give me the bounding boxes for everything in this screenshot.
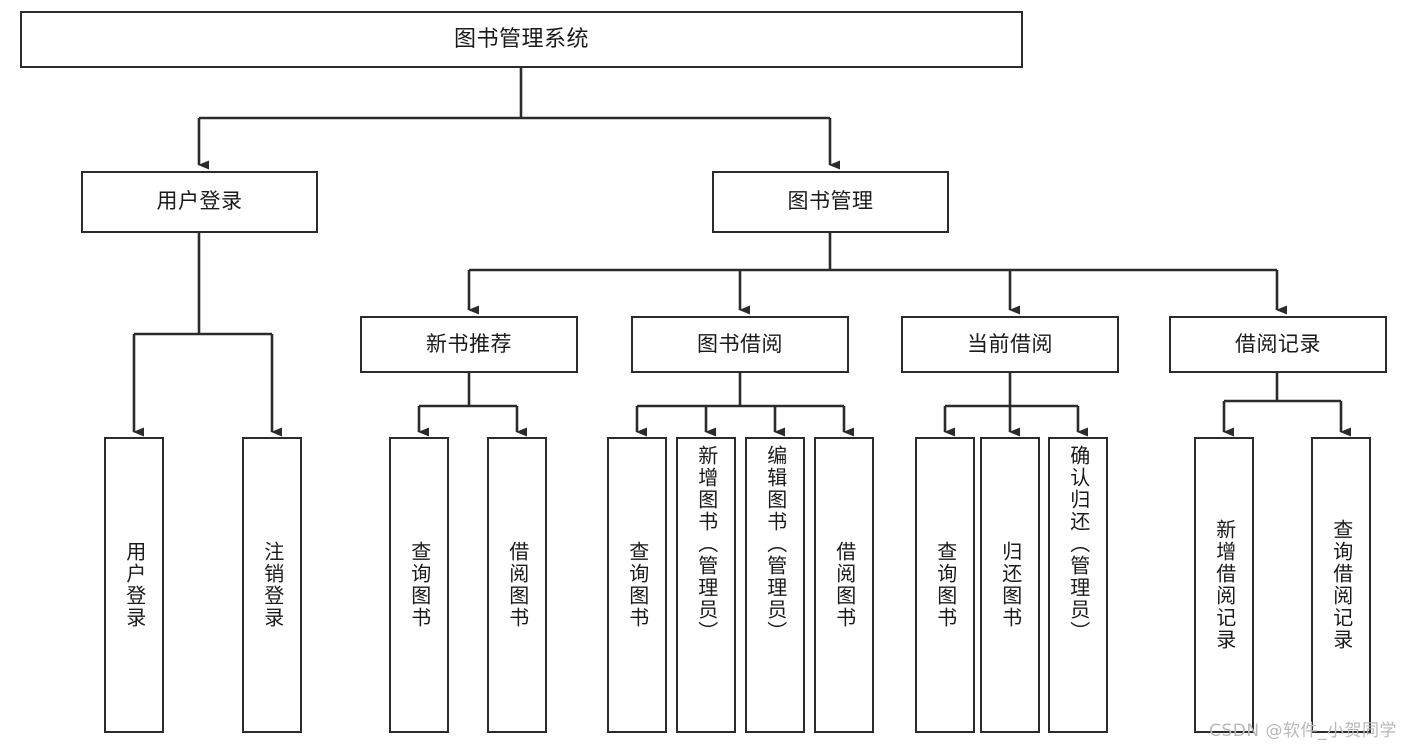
node-leaf-add-book[interactable]: 新增图书（管理员） <box>676 437 736 733</box>
node-leaf-borrow-book-2-label: 借阅图书 <box>832 541 857 629</box>
node-leaf-add-record-label: 新增借阅记录 <box>1212 519 1237 651</box>
node-current-borrow-label: 当前借阅 <box>967 331 1053 356</box>
node-leaf-query-record[interactable]: 查询借阅记录 <box>1311 437 1371 733</box>
node-current-borrow[interactable]: 当前借阅 <box>901 316 1119 373</box>
node-leaf-confirm-return-label: 确认归还（管理员） <box>1066 445 1091 643</box>
node-book-borrow-label: 图书借阅 <box>697 331 783 356</box>
node-leaf-query-book-3-label: 查询图书 <box>933 541 958 629</box>
node-leaf-add-record[interactable]: 新增借阅记录 <box>1194 437 1254 733</box>
node-leaf-edit-book-label: 编辑图书（管理员） <box>763 445 788 643</box>
node-leaf-query-record-label: 查询借阅记录 <box>1329 519 1354 651</box>
node-book-borrow[interactable]: 图书借阅 <box>631 316 849 373</box>
node-leaf-logout-login-label: 注销登录 <box>260 541 285 629</box>
node-leaf-query-book-2[interactable]: 查询图书 <box>607 437 667 733</box>
node-leaf-query-book-1[interactable]: 查询图书 <box>389 437 449 733</box>
node-new-book-recommend-label: 新书推荐 <box>426 331 512 356</box>
node-leaf-user-login-label: 用户登录 <box>122 541 147 629</box>
node-borrow-record[interactable]: 借阅记录 <box>1169 316 1387 373</box>
node-root-label: 图书管理系统 <box>453 26 589 52</box>
node-leaf-query-book-3[interactable]: 查询图书 <box>915 437 975 733</box>
node-root-system[interactable]: 图书管理系统 <box>20 11 1023 68</box>
node-leaf-add-book-label: 新增图书（管理员） <box>694 445 719 643</box>
node-leaf-borrow-book-1[interactable]: 借阅图书 <box>487 437 547 733</box>
node-user-login[interactable]: 用户登录 <box>81 171 318 233</box>
node-leaf-logout-login[interactable]: 注销登录 <box>242 437 302 733</box>
node-leaf-user-login[interactable]: 用户登录 <box>104 437 164 733</box>
node-book-manage[interactable]: 图书管理 <box>712 171 949 233</box>
node-leaf-return-book[interactable]: 归还图书 <box>980 437 1040 733</box>
watermark-text: CSDN @软件_小贺同学 <box>1209 721 1397 741</box>
node-leaf-edit-book[interactable]: 编辑图书（管理员） <box>745 437 805 733</box>
node-leaf-return-book-label: 归还图书 <box>998 541 1023 629</box>
node-user-login-label: 用户登录 <box>156 189 243 214</box>
node-leaf-borrow-book-1-label: 借阅图书 <box>505 541 530 629</box>
node-leaf-query-book-1-label: 查询图书 <box>407 541 432 629</box>
node-borrow-record-label: 借阅记录 <box>1235 331 1321 356</box>
node-book-manage-label: 图书管理 <box>787 189 874 214</box>
node-leaf-confirm-return[interactable]: 确认归还（管理员） <box>1048 437 1108 733</box>
node-leaf-borrow-book-2[interactable]: 借阅图书 <box>814 437 874 733</box>
node-new-book-recommend[interactable]: 新书推荐 <box>360 316 578 373</box>
node-leaf-query-book-2-label: 查询图书 <box>625 541 650 629</box>
